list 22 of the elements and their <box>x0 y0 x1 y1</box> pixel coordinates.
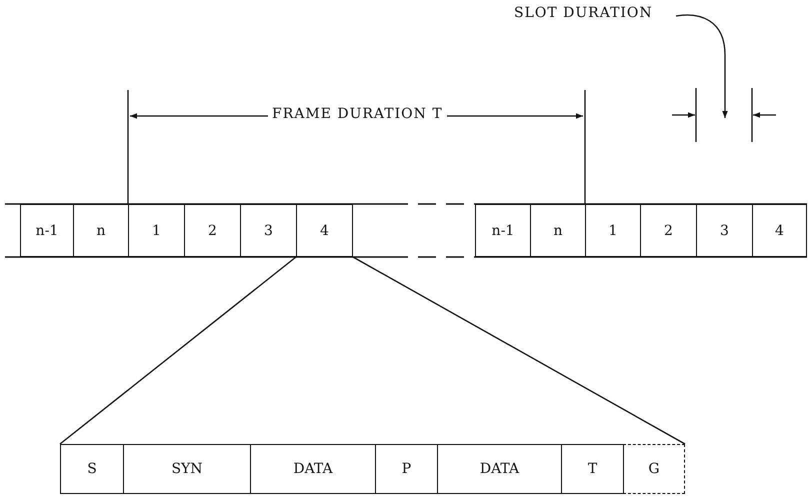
expansion-line <box>352 256 686 445</box>
time-slot-cell: n-1 <box>20 204 74 257</box>
burst-field-cell: T <box>561 444 624 494</box>
burst-field-cell: P <box>375 444 438 494</box>
burst-field-cell: DATA <box>437 444 562 494</box>
time-slot-cell: n <box>530 204 586 257</box>
time-slot-cell: 2 <box>640 204 697 257</box>
burst-field-cell: G <box>623 444 685 494</box>
time-slot-cell: 1 <box>585 204 641 257</box>
time-slot-cell: 2 <box>184 204 241 257</box>
time-slot-cell: n-1 <box>475 204 531 257</box>
burst-field-cell: DATA <box>250 444 376 494</box>
time-slot-cell: 4 <box>296 204 353 257</box>
time-slot-cell: 3 <box>696 204 753 257</box>
burst-field-cell: S <box>60 444 124 494</box>
time-slot-cell: 1 <box>128 204 185 257</box>
expansion-line <box>60 256 296 444</box>
time-slot-cell: n <box>73 204 129 257</box>
time-slot-cell: 3 <box>240 204 297 257</box>
time-slot-cell: 4 <box>752 204 807 257</box>
burst-frame <box>60 444 685 494</box>
burst-field-cell: SYN <box>123 444 251 494</box>
